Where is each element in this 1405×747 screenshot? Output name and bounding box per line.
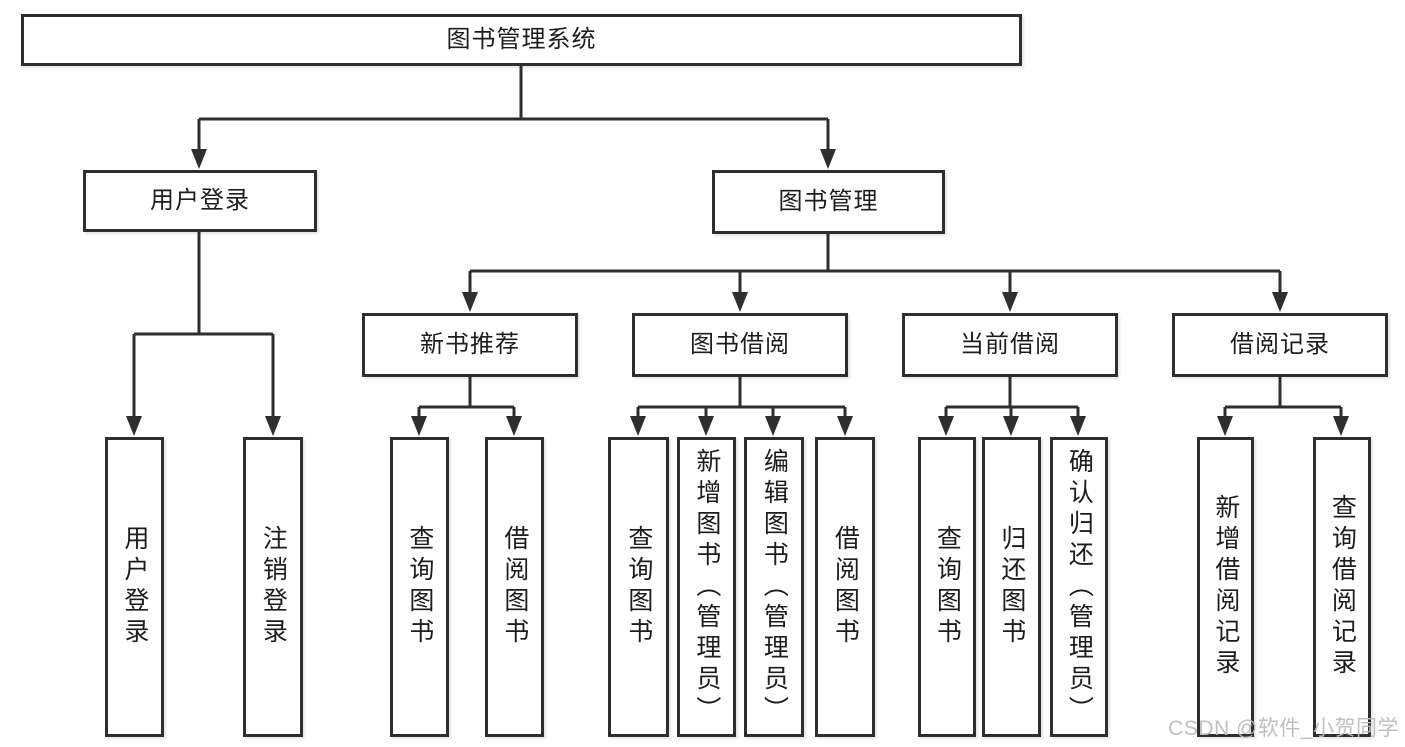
leaf-label: 归还图书 bbox=[997, 525, 1026, 649]
leaf-query-books-current: 查询图书 bbox=[918, 437, 976, 737]
leaf-query-books-recommend: 查询图书 bbox=[390, 437, 449, 737]
leaf-label: 新增图书（管理员） bbox=[692, 447, 721, 727]
node-current-borrowing: 当前借阅 bbox=[902, 313, 1118, 377]
leaf-label: 借阅图书 bbox=[500, 525, 529, 649]
leaf-user-login: 用户登录 bbox=[105, 437, 164, 737]
leaf-label: 查询图书 bbox=[933, 525, 962, 649]
leaf-edit-book-admin: 编辑图书（管理员） bbox=[744, 437, 804, 737]
leaf-label: 注销登录 bbox=[259, 525, 288, 649]
leaf-label: 查询图书 bbox=[405, 525, 434, 649]
leaf-borrow-books-borrowing: 借阅图书 bbox=[815, 437, 875, 737]
leaf-label: 借阅图书 bbox=[831, 525, 860, 649]
node-book-borrowing: 图书借阅 bbox=[632, 313, 848, 377]
node-borrowing-records: 借阅记录 bbox=[1172, 313, 1388, 377]
leaf-borrow-books-recommend: 借阅图书 bbox=[485, 437, 544, 737]
arrowheads bbox=[126, 149, 1349, 436]
node-library-management-system: 图书管理系统 bbox=[21, 14, 1022, 66]
node-book-management: 图书管理 bbox=[712, 170, 945, 234]
leaf-label: 新增借阅记录 bbox=[1211, 494, 1240, 680]
leaf-return-books: 归还图书 bbox=[982, 437, 1041, 737]
leaf-confirm-return-admin: 确认归还（管理员） bbox=[1050, 437, 1108, 737]
leaf-add-book-admin: 新增图书（管理员） bbox=[677, 437, 736, 737]
leaf-label: 确认归还（管理员） bbox=[1065, 447, 1094, 727]
leaf-query-books-borrowing: 查询图书 bbox=[608, 437, 669, 737]
node-user-login: 用户登录 bbox=[83, 170, 317, 232]
leaf-label: 编辑图书（管理员） bbox=[760, 447, 789, 727]
leaf-add-borrow-record: 新增借阅记录 bbox=[1197, 437, 1254, 737]
leaf-query-borrow-record: 查询借阅记录 bbox=[1313, 437, 1371, 737]
leaf-logout: 注销登录 bbox=[243, 437, 303, 737]
leaf-label: 用户登录 bbox=[120, 525, 149, 649]
csdn-watermark: CSDN @软件_小贺同学 bbox=[1168, 717, 1399, 740]
leaf-label: 查询图书 bbox=[624, 525, 653, 649]
leaf-label: 查询借阅记录 bbox=[1328, 494, 1357, 680]
node-new-book-recommendation: 新书推荐 bbox=[362, 313, 578, 377]
